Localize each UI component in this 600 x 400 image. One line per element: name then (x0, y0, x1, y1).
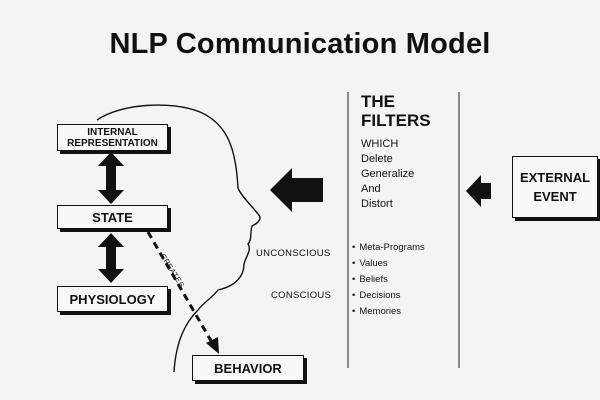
physiology-label: PHYSIOLOGY (69, 291, 156, 307)
double-arrow-internal-state (98, 152, 124, 204)
internal-label-line2: REPRESENTATION (67, 137, 158, 149)
filters-title-line2: FILTERS (361, 111, 431, 130)
external-label-line2: EVENT (533, 189, 577, 204)
unconscious-label: UNCONSCIOUS (256, 248, 331, 259)
filters-to-head-arrow (270, 168, 323, 212)
internal-representation-box: INTERNAL REPRESENTATION (57, 124, 168, 151)
filter-word: And (361, 183, 381, 195)
filter-items-list: Meta-Programs Values Beliefs Decisions M… (352, 240, 425, 320)
filter-item: Beliefs (352, 272, 425, 288)
behavior-label: BEHAVIOR (214, 360, 282, 376)
diagram-title: NLP Communication Model (109, 28, 491, 60)
filter-item: Values (352, 256, 425, 272)
creates-arrowhead (206, 337, 219, 354)
state-label: STATE (92, 209, 133, 225)
physiology-box: PHYSIOLOGY (57, 286, 168, 312)
external-event-box: EXTERNAL EVENT (512, 156, 598, 218)
head-profile (96, 104, 261, 373)
filter-item: Meta-Programs (352, 240, 424, 256)
external-label-line1: EXTERNAL (519, 170, 591, 185)
filters-title-line1: THE (361, 92, 395, 111)
event-to-filters-arrow (466, 175, 491, 207)
filters-words: WHICH Delete Generalize And Distort (361, 137, 414, 212)
filters-title: THE FILTERS (361, 92, 431, 130)
filter-word: Distort (361, 198, 393, 210)
creates-dashed-arrow (146, 231, 216, 347)
behavior-box: BEHAVIOR (192, 355, 304, 381)
conscious-label: CONSCIOUS (271, 290, 332, 301)
filter-item: Decisions (352, 288, 425, 304)
filter-word: WHICH (361, 138, 399, 150)
internal-label-line1: INTERNAL (87, 126, 138, 138)
double-arrow-state-physiology (98, 233, 124, 283)
filter-item: Memories (352, 304, 425, 320)
state-box: STATE (57, 205, 168, 229)
filter-word: Delete (361, 153, 393, 165)
filter-word: Generalize (361, 168, 415, 180)
